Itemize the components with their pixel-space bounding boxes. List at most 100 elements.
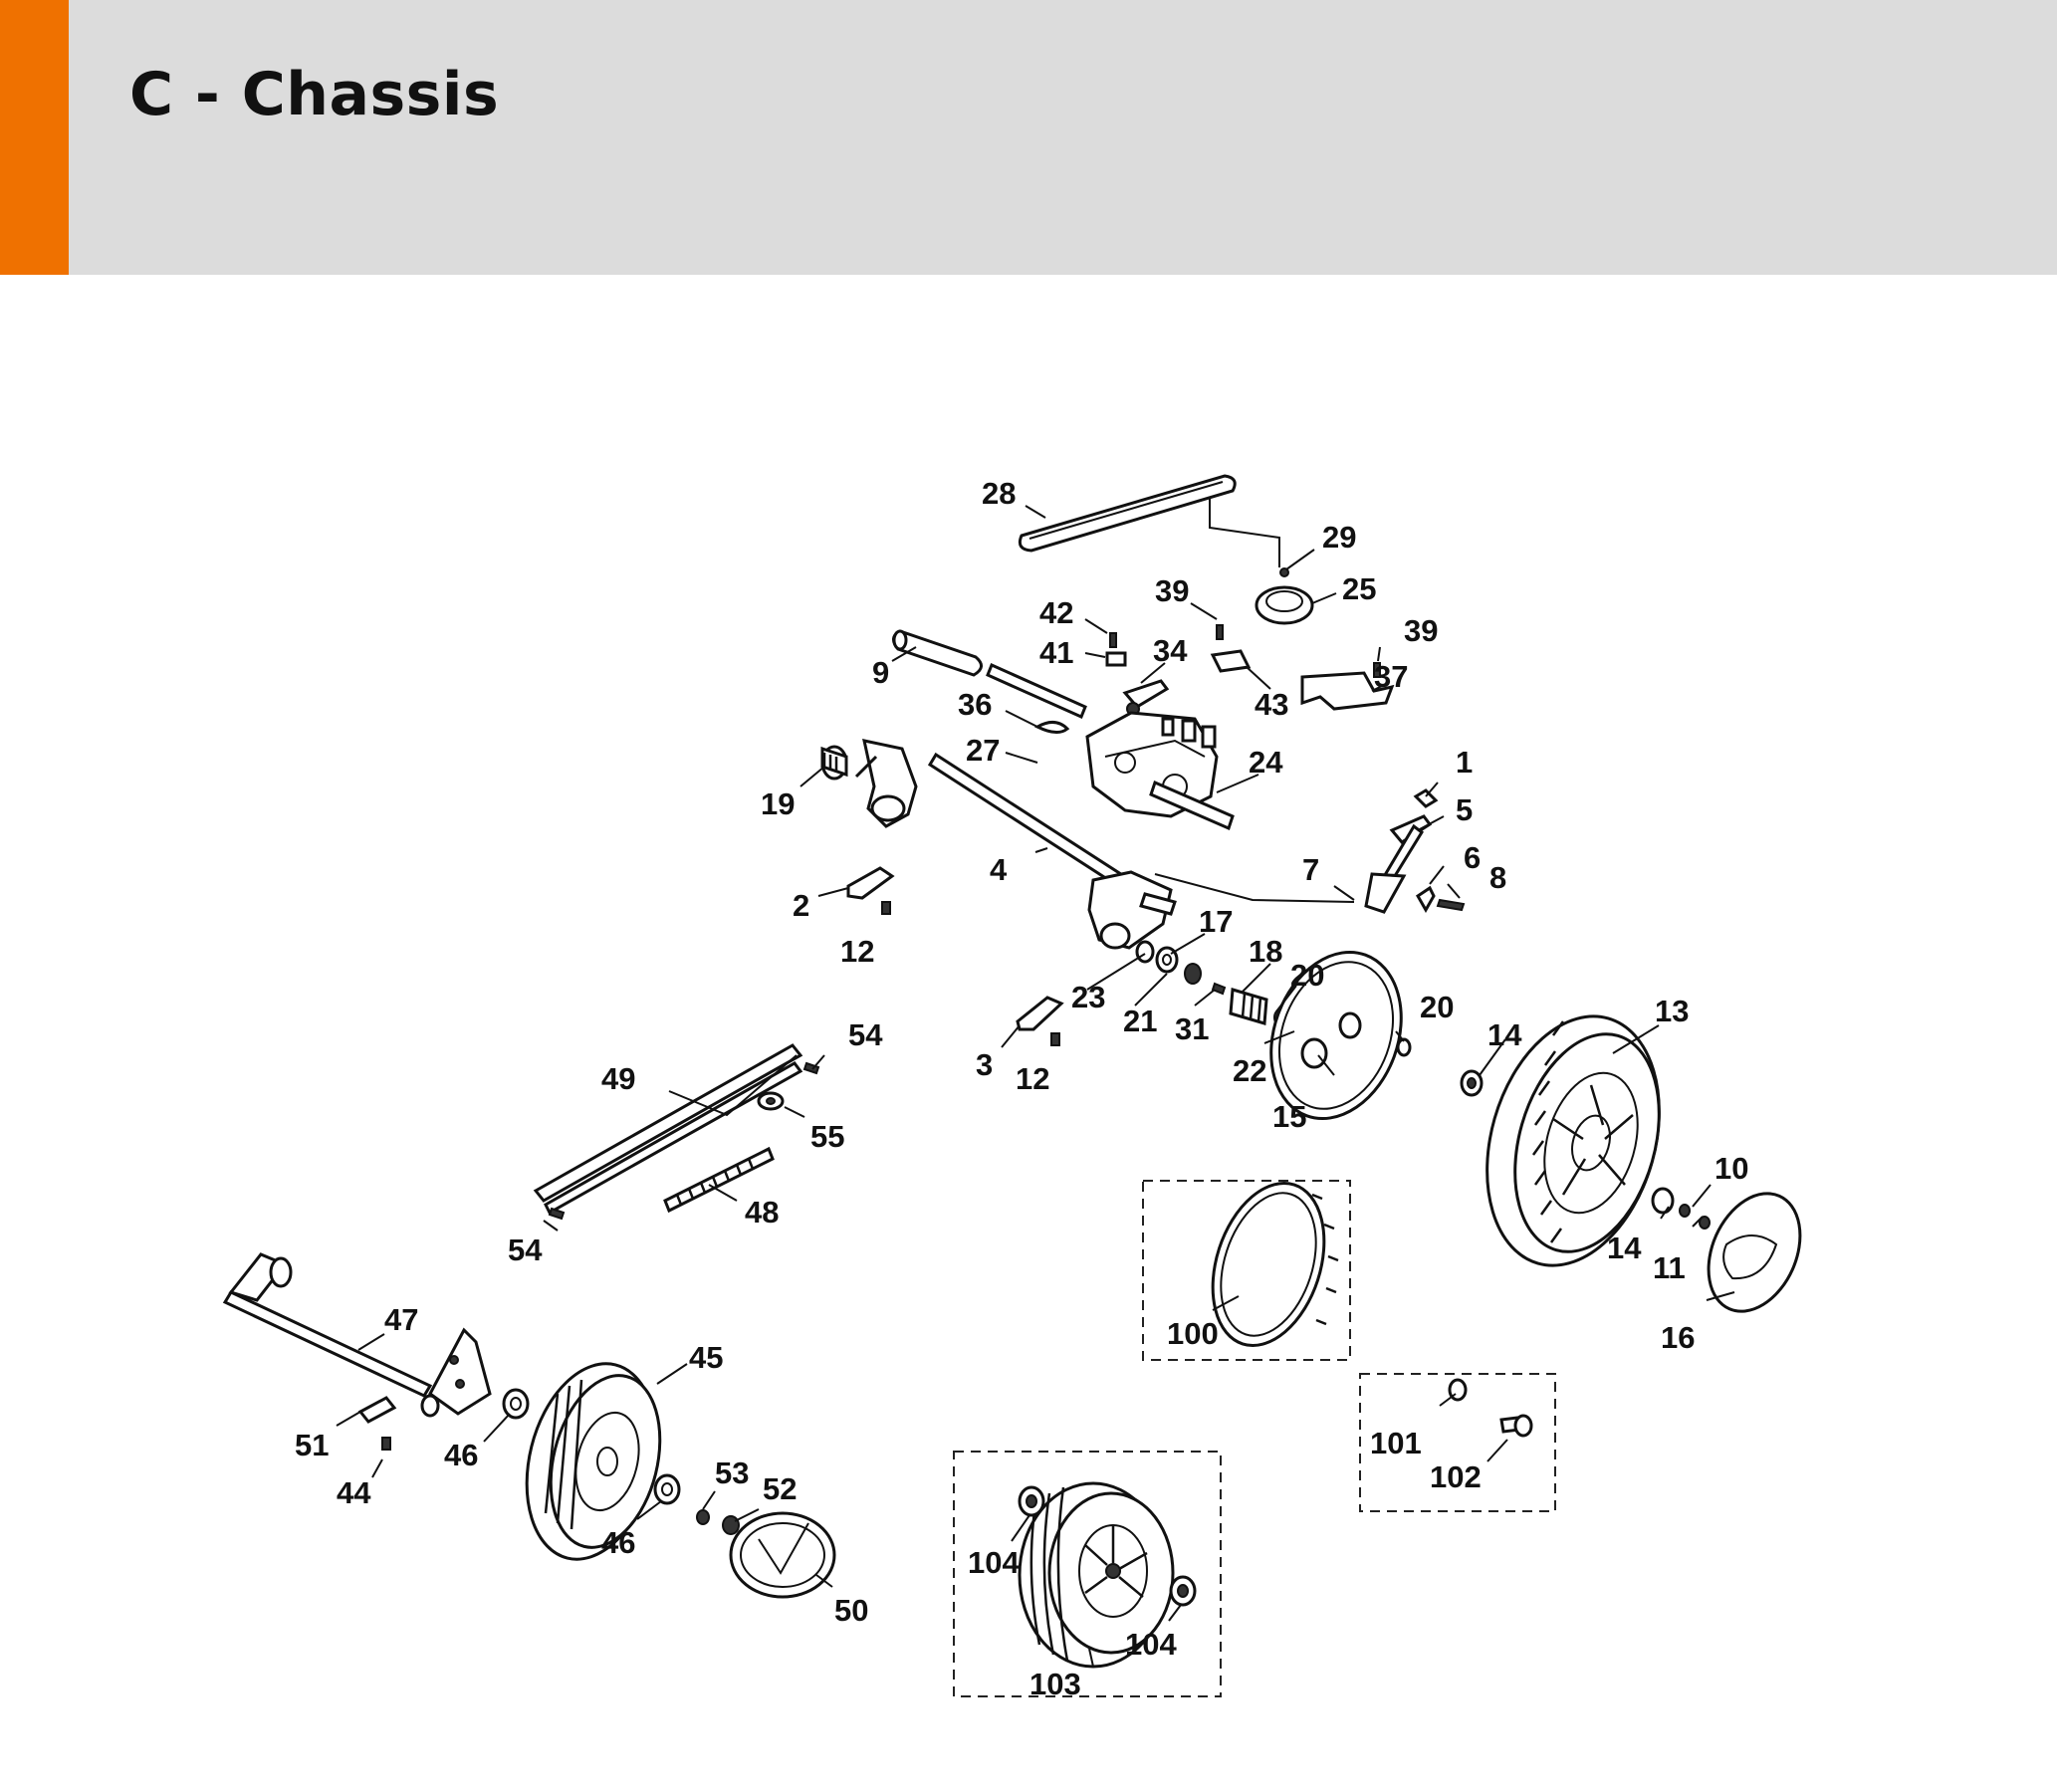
callout: 9 xyxy=(872,655,889,690)
callout: 3 xyxy=(976,1047,993,1082)
callout: 42 xyxy=(1039,595,1073,630)
callout: 100 xyxy=(1167,1316,1219,1351)
callout: 29 xyxy=(1322,520,1356,555)
callout: 104 xyxy=(968,1545,1020,1580)
washer-10 xyxy=(1679,1204,1691,1218)
callout: 102 xyxy=(1430,1459,1482,1494)
callout: 54 xyxy=(848,1017,883,1052)
callout: 36 xyxy=(958,687,992,722)
screw-12b xyxy=(1050,1032,1060,1046)
callout: 25 xyxy=(1342,571,1376,606)
callout: 49 xyxy=(601,1061,635,1096)
callout: 45 xyxy=(689,1340,723,1375)
callout: 46 xyxy=(444,1438,478,1472)
callout: 101 xyxy=(1370,1426,1422,1460)
callout: 28 xyxy=(982,476,1016,511)
callout: 39 xyxy=(1155,573,1189,608)
callout: 2 xyxy=(793,888,809,923)
callout: 104 xyxy=(1125,1627,1177,1662)
rear-wheel-13 xyxy=(1486,1014,1661,1267)
lever-34 xyxy=(1122,679,1170,716)
callout: 20 xyxy=(1290,958,1324,993)
callout: 19 xyxy=(761,786,795,821)
nut-14a xyxy=(1460,1069,1484,1097)
right-side-bracket xyxy=(1087,870,1177,950)
callout: 46 xyxy=(601,1525,635,1560)
screw-44 xyxy=(381,1437,391,1451)
callout: 34 xyxy=(1153,633,1188,668)
callout: 12 xyxy=(840,934,874,969)
bearing-46a xyxy=(502,1388,530,1420)
rear-rod-49 xyxy=(533,1043,803,1216)
callout: 41 xyxy=(1039,635,1073,670)
callout: 1 xyxy=(1456,745,1473,780)
callout: 39 xyxy=(1404,613,1438,648)
spring-clip-36 xyxy=(1033,721,1070,734)
drive-belt xyxy=(1018,474,1237,553)
bracket-37 xyxy=(1300,671,1395,711)
screw-39a xyxy=(1216,624,1224,640)
callout: 10 xyxy=(1714,1151,1748,1186)
callout: 16 xyxy=(1661,1320,1695,1355)
callout: 5 xyxy=(1456,792,1473,827)
washer-23 xyxy=(1135,940,1155,964)
pulley xyxy=(1255,567,1314,625)
callout-labels: 28 29 25 39 39 42 41 34 43 37 9 36 27 24… xyxy=(295,476,1748,1701)
nut-52 xyxy=(722,1515,740,1535)
header-accent-bar xyxy=(0,0,69,275)
nut-41 xyxy=(1105,651,1127,667)
callout: 48 xyxy=(745,1195,779,1230)
callout: 17 xyxy=(1199,904,1233,939)
tube-9 xyxy=(892,629,983,677)
callout: 12 xyxy=(1016,1061,1049,1096)
front-wheel-45 xyxy=(525,1362,662,1561)
screw-42 xyxy=(1109,632,1117,648)
callout: 47 xyxy=(384,1302,418,1337)
callout: 15 xyxy=(1272,1099,1306,1134)
callout: 7 xyxy=(1302,852,1319,887)
washer-20b xyxy=(1396,1037,1412,1057)
callout: 50 xyxy=(834,1593,868,1628)
gear-cover-15 xyxy=(1269,950,1403,1121)
drive-pinion-19 xyxy=(820,745,848,781)
callout: 55 xyxy=(810,1119,844,1154)
callout: 21 xyxy=(1123,1004,1157,1038)
pin-31 xyxy=(1211,982,1227,996)
washer-14b xyxy=(1651,1187,1675,1215)
bushing-104a xyxy=(1018,1485,1045,1517)
header-band: C - Chassis xyxy=(0,0,2057,275)
kit-box-100 xyxy=(1142,1180,1351,1361)
wheel-103 xyxy=(1018,1481,1175,1669)
hubcap-16 xyxy=(1707,1192,1802,1313)
callout: 8 xyxy=(1489,860,1506,895)
bushing-104b xyxy=(1169,1575,1197,1607)
callout: 4 xyxy=(990,852,1008,887)
washer-53 xyxy=(696,1509,710,1525)
kit-box-103-104 xyxy=(953,1451,1222,1697)
pinion-18 xyxy=(1229,988,1268,1025)
callout: 53 xyxy=(715,1456,749,1490)
washer-21 xyxy=(1184,963,1202,985)
callout: 14 xyxy=(1607,1231,1642,1265)
callout: 37 xyxy=(1374,659,1408,694)
callout: 23 xyxy=(1071,980,1105,1014)
gearbox xyxy=(1085,711,1235,831)
washer-55 xyxy=(757,1091,785,1111)
callout: 43 xyxy=(1255,687,1288,722)
callout: 54 xyxy=(508,1232,543,1267)
callout: 14 xyxy=(1487,1017,1522,1052)
screw-12a xyxy=(881,901,891,915)
hubcap-50 xyxy=(729,1511,836,1599)
height-adjust-axle-47 xyxy=(222,1252,492,1418)
left-side-bracket xyxy=(854,739,918,828)
bolt-102 xyxy=(1499,1414,1533,1438)
callout: 51 xyxy=(295,1428,329,1462)
callout: 52 xyxy=(763,1471,797,1506)
callout: 27 xyxy=(966,733,1000,768)
callout: 24 xyxy=(1249,745,1283,780)
callout: 13 xyxy=(1655,994,1689,1028)
clip-3 xyxy=(1016,996,1064,1031)
leader-lines xyxy=(336,505,1735,1668)
callout: 103 xyxy=(1029,1667,1081,1701)
